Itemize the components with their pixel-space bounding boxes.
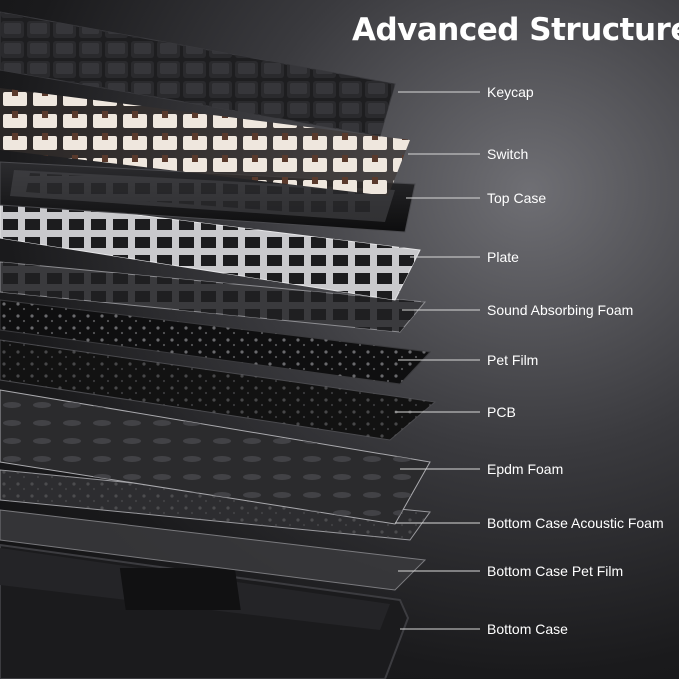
layer-sound-absorbing-foam: [0, 261, 426, 333]
label-switch: Switch: [487, 146, 529, 162]
leader-lines: [395, 91, 480, 630]
layer-bottom-case: [0, 543, 410, 679]
layer-epdm-foam: [0, 389, 431, 525]
label-bottom-case-acoustic-foam: Bottom Case Acoustic Foam: [487, 515, 664, 531]
layer-plate: [0, 197, 421, 301]
layer-pet-film: [0, 299, 432, 385]
label-pet-film: Pet Film: [487, 352, 539, 368]
layer-keycap: [0, 11, 396, 137]
label-epdm-foam: Epdm Foam: [487, 461, 564, 477]
label-bottom-case-pet-film: Bottom Case Pet Film: [487, 563, 624, 579]
layer-bottom-case-pet-film: [0, 509, 427, 591]
label-top-case: Top Case: [487, 190, 547, 206]
label-plate: Plate: [487, 249, 519, 265]
layer-switch: [0, 88, 410, 196]
diagram-title: Advanced Structure: [352, 12, 679, 48]
layer-pcb: [0, 339, 437, 441]
label-sound-absorbing-foam: Sound Absorbing Foam: [487, 302, 634, 318]
label-bottom-case: Bottom Case: [487, 621, 568, 637]
label-keycap: Keycap: [487, 84, 534, 100]
label-pcb: PCB: [487, 404, 516, 420]
